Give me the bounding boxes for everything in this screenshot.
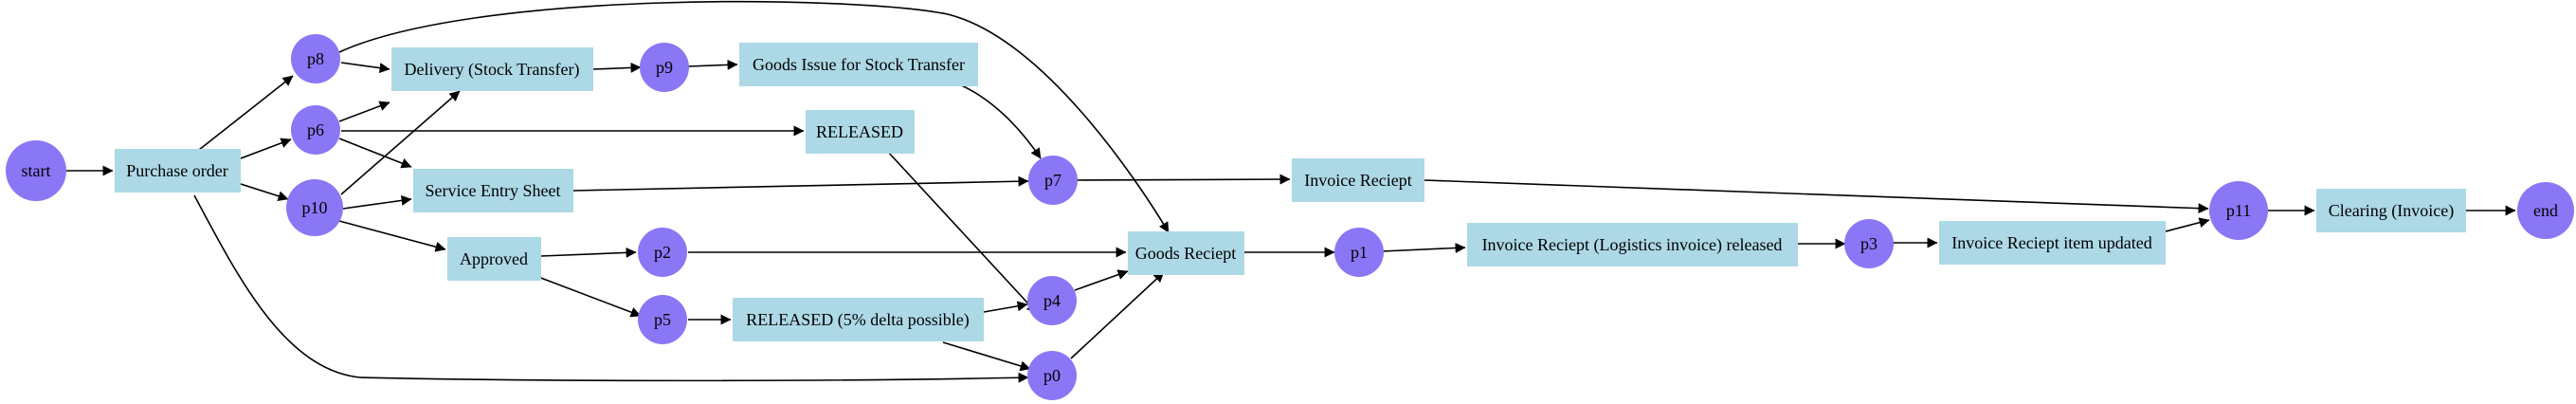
place-label: end	[2533, 201, 2558, 220]
place-p9: p9	[640, 43, 689, 92]
place-end: end	[2517, 182, 2574, 239]
edge-purchase-order-p6	[240, 138, 292, 159]
places: start p8 p6 p10 p9 p7 p2 p5	[6, 34, 2574, 400]
transition-label: Invoice Reciept	[1304, 171, 1411, 190]
edge-p4-goods-receipt	[1074, 269, 1129, 291]
transition-label: RELEASED	[816, 122, 903, 141]
place-label: p10	[302, 198, 328, 217]
place-label: p11	[2226, 201, 2251, 220]
transition-purchase-order: Purchase order	[115, 149, 241, 193]
transition-delivery-stock-transfer: Delivery (Stock Transfer)	[391, 47, 593, 91]
edge-delivery-p9	[592, 62, 642, 73]
place-p8: p8	[291, 34, 340, 83]
transition-invoice-logistics-released: Invoice Reciept (Logistics invoice) rele…	[1467, 223, 1798, 266]
transition-invoice-receipt: Invoice Reciept	[1292, 158, 1424, 202]
edge-released-p4	[885, 149, 1038, 314]
place-p6: p6	[291, 105, 340, 155]
edge-p7-invoice-receipt	[1075, 174, 1291, 185]
place-p4: p4	[1027, 276, 1077, 325]
transition-label: Service Entry Sheet	[426, 181, 561, 200]
place-label: p5	[654, 310, 671, 329]
place-p5: p5	[638, 295, 687, 344]
place-p1: p1	[1334, 228, 1384, 277]
edge-invoice-item-updated-p11	[2165, 217, 2210, 232]
edge-purchase-order-p0	[193, 194, 1029, 383]
edge-p9-goods-issue	[687, 59, 738, 70]
place-p10: p10	[286, 179, 343, 236]
place-label: p3	[1860, 234, 1878, 253]
transition-clearing-invoice: Clearing (Invoice)	[2316, 189, 2466, 232]
place-label: p4	[1043, 291, 1061, 310]
transition-released: RELEASED	[806, 110, 915, 154]
transition-approved: Approved	[447, 237, 541, 281]
place-label: p1	[1351, 243, 1368, 262]
edge-p1-invoice-logistics	[1381, 242, 1466, 253]
place-label: start	[22, 161, 51, 180]
transitions: Purchase order Delivery (Stock Transfer)…	[115, 43, 2466, 341]
edge-approved-p2	[540, 247, 637, 258]
place-p11: p11	[2209, 181, 2268, 240]
edge-p0-goods-receipt	[1070, 271, 1165, 359]
edge-goods-issue-p7	[956, 83, 1042, 159]
transition-goods-receipt: Goods Reciept	[1128, 231, 1244, 275]
place-label: p2	[654, 243, 671, 262]
place-p7: p7	[1028, 156, 1078, 205]
edge-p10-approved	[338, 220, 446, 252]
edge-p8-goods-receipt	[338, 0, 1170, 233]
place-p3: p3	[1844, 219, 1894, 268]
place-label: p6	[307, 120, 324, 139]
place-start: start	[6, 140, 66, 201]
transition-label: Purchase order	[126, 161, 227, 180]
edge-p10-delivery	[340, 90, 461, 195]
edge-p6-service-entry	[338, 138, 412, 169]
transition-label: Goods Issue for Stock Transfer	[753, 55, 965, 74]
transition-label: Invoice Reciept (Logistics invoice) rele…	[1482, 235, 1783, 255]
transition-label: Delivery (Stock Transfer)	[405, 60, 580, 80]
place-p0: p0	[1027, 351, 1077, 400]
edge-service-entry-p7	[572, 175, 1029, 192]
place-label: p8	[307, 49, 324, 68]
edge-approved-p5	[537, 276, 642, 318]
transition-invoice-item-updated: Invoice Reciept item updated	[1939, 221, 2166, 265]
transition-service-entry-sheet: Service Entry Sheet	[413, 169, 573, 212]
edge-p6-delivery	[338, 101, 390, 122]
edge-purchase-order-p8	[198, 75, 294, 151]
transition-label: Goods Reciept	[1135, 244, 1236, 263]
place-label: p9	[656, 58, 673, 77]
transition-label: Approved	[460, 249, 528, 268]
transition-label: Clearing (Invoice)	[2329, 201, 2454, 221]
edge-invoice-receipt-p11	[1424, 179, 2209, 214]
edge-purchase-order-p10	[240, 183, 289, 202]
place-p2: p2	[638, 228, 687, 277]
edge-released-delta-p4	[983, 301, 1028, 313]
transition-goods-issue: Goods Issue for Stock Transfer	[739, 43, 978, 86]
edges	[66, 0, 2516, 383]
transition-released-delta: RELEASED (5% delta possible)	[733, 298, 984, 341]
place-label: p0	[1043, 366, 1061, 385]
edge-released-delta-p0	[942, 341, 1031, 372]
transition-label: Invoice Reciept item updated	[1951, 233, 2151, 252]
edge-p10-service-entry	[342, 194, 412, 210]
edge-p8-delivery	[340, 62, 390, 74]
place-label: p7	[1044, 171, 1061, 190]
transition-label: RELEASED (5% delta possible)	[746, 310, 969, 330]
